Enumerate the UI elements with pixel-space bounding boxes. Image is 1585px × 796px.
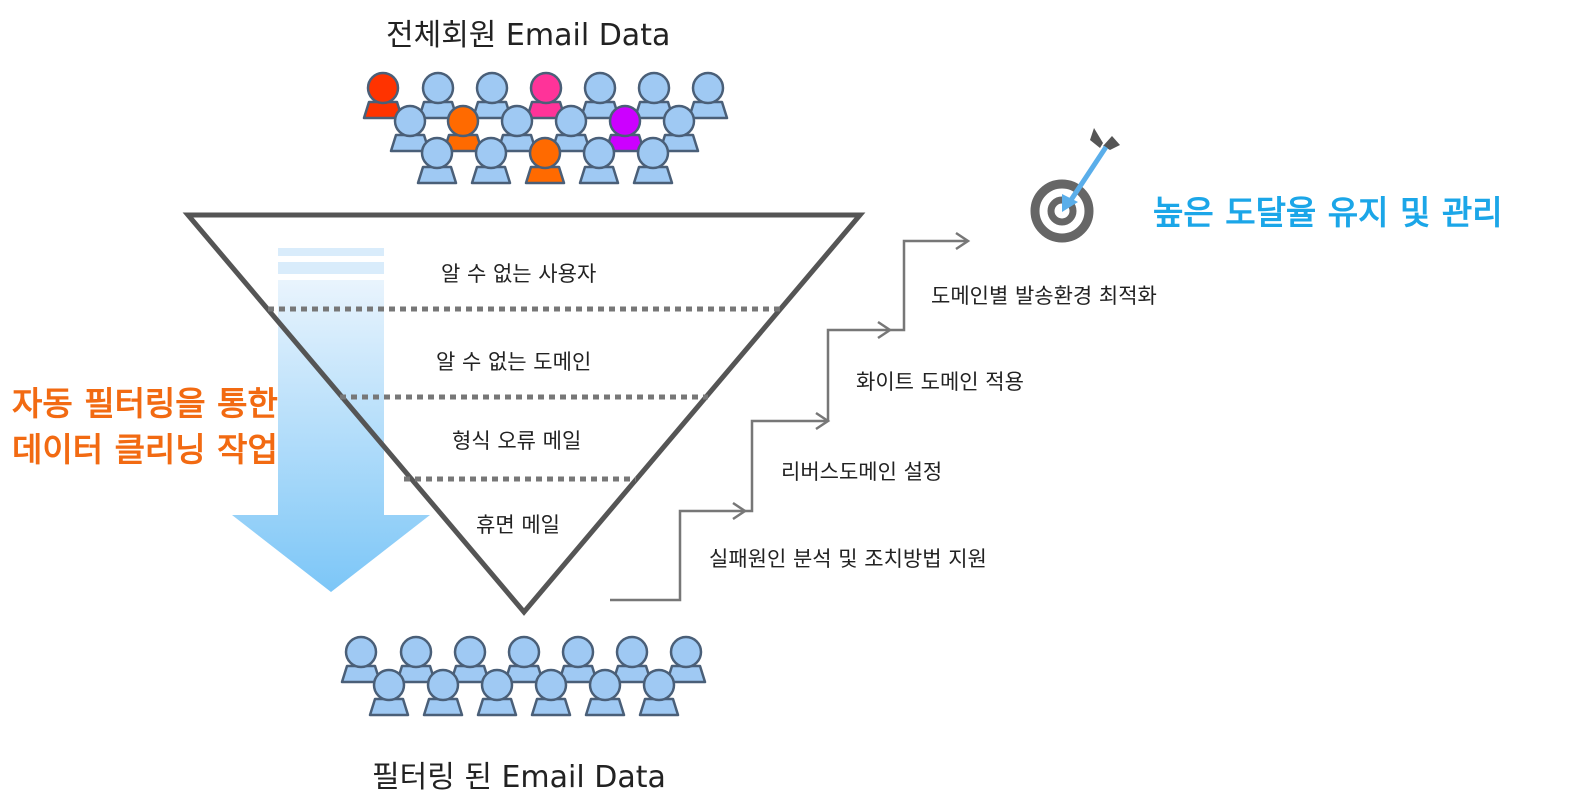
person-icon [611,635,653,684]
step-label: 리버스도메인 설정 [781,460,943,484]
person-icon [362,71,404,120]
person-icon [368,668,410,717]
funnel-layer-label: 형식 오류 메일 [452,429,582,453]
funnel-layer-label: 알 수 없는 도메인 [436,350,592,374]
person-icon [633,71,675,120]
bottom-title: 필터링 된 Email Data [372,760,666,795]
person-icon [476,668,518,717]
person-icon [604,104,646,153]
person-icon [524,136,566,185]
person-icon [417,71,459,120]
side-label-line1: 자동 필터링을 통한 [12,384,278,423]
person-icon [557,635,599,684]
person-icon [442,104,484,153]
down-arrow-icon [232,248,430,592]
filter-funnel [182,212,866,616]
member-crowd-bottom [340,635,707,717]
person-icon [471,71,513,120]
person-icon [638,668,680,717]
person-icon [416,136,458,185]
person-icon [395,635,437,684]
step-label: 도메인별 발송환경 최적화 [931,284,1157,308]
person-icon [550,104,592,153]
target-icon [1030,128,1120,243]
side-label-line2: 데이터 클리닝 작업 [12,430,278,469]
funnel-layer-label: 알 수 없는 사용자 [441,262,597,286]
step-label: 실패원인 분석 및 조치방법 지원 [709,547,987,571]
person-icon [449,635,491,684]
goal-label: 높은 도달율 유지 및 관리 [1153,193,1503,232]
top-title: 전체회원 Email Data [386,18,671,53]
person-icon [530,668,572,717]
person-icon [578,136,620,185]
staircase-connector [610,231,971,602]
person-icon [579,71,621,120]
person-icon [503,635,545,684]
person-icon [665,635,707,684]
person-icon [584,668,626,717]
member-crowd-top [362,71,729,185]
step-label: 화이트 도메인 적용 [856,370,1024,394]
person-icon [470,136,512,185]
person-icon [340,635,382,684]
person-icon [632,136,674,185]
person-icon [658,104,700,153]
person-icon [496,104,538,153]
person-icon [525,71,567,120]
person-icon [389,104,431,153]
person-icon [687,71,729,120]
person-icon [422,668,464,717]
funnel-layer-label: 휴면 메일 [476,513,560,537]
